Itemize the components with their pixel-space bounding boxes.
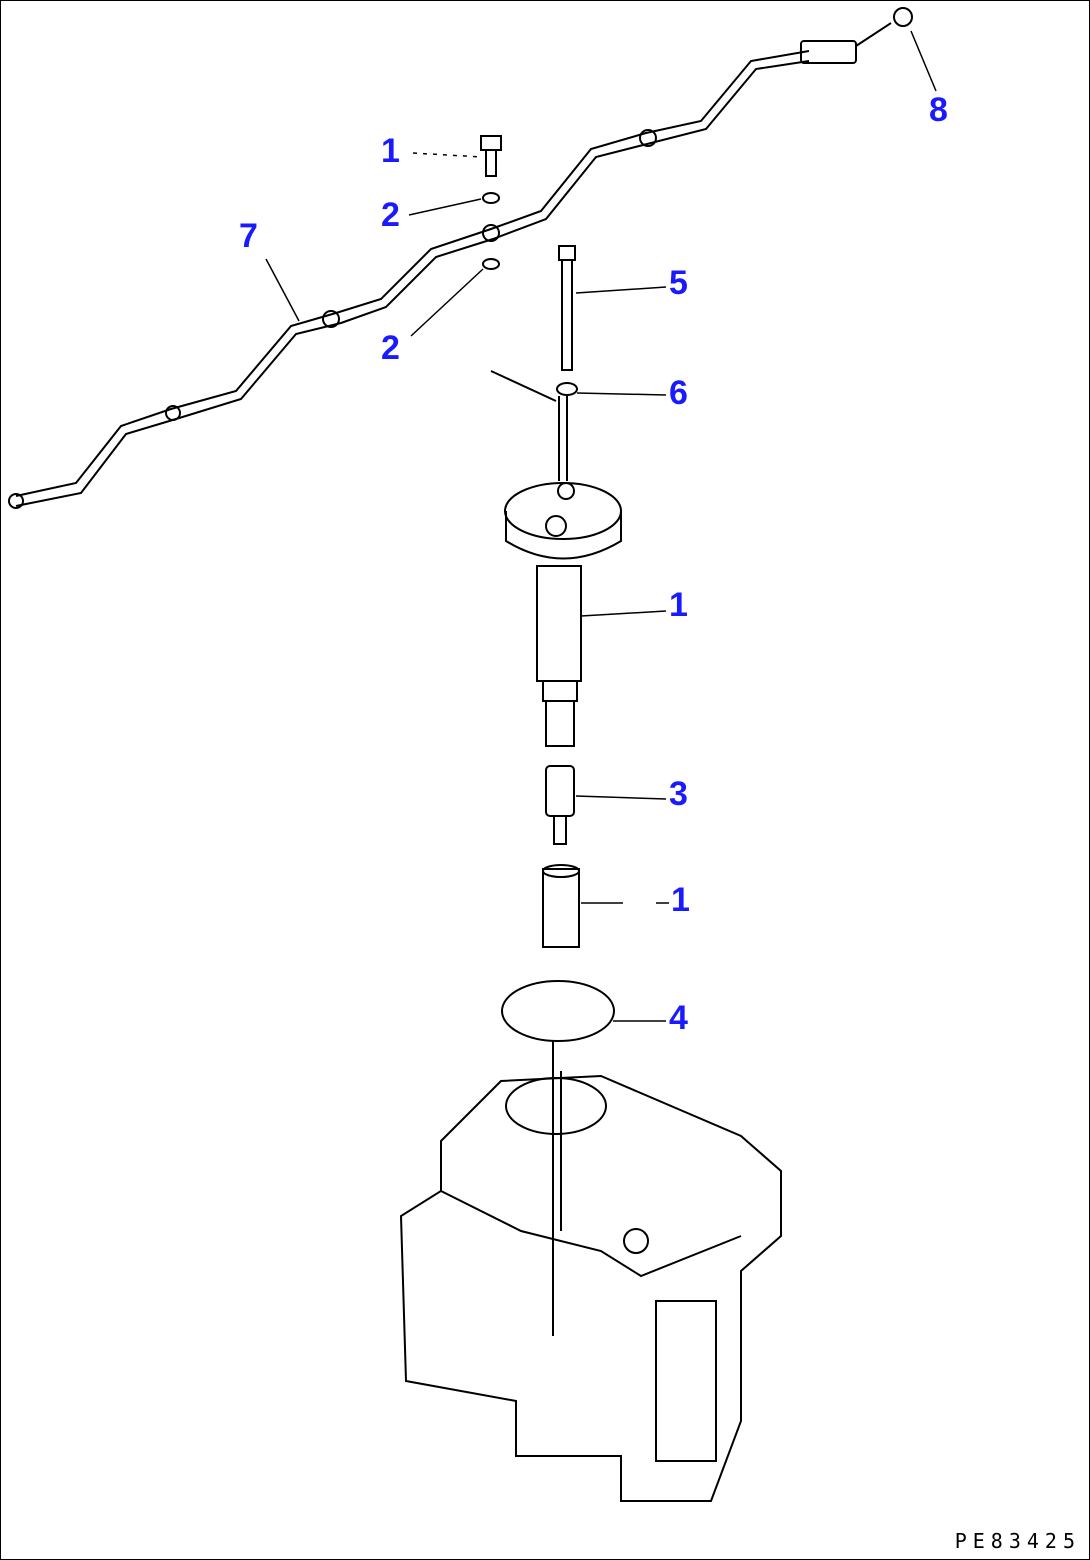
injector: [504, 482, 622, 747]
eye-bolt: [480, 135, 502, 270]
leader-lines: [265, 30, 937, 1022]
callout-2: 2: [381, 196, 400, 234]
callout-1: 1: [381, 132, 400, 170]
sleeve: [542, 864, 580, 948]
callout-6: 6: [669, 374, 688, 412]
fuel-pipe: [8, 7, 913, 509]
nozzle: [545, 765, 575, 845]
callout-3: 3: [669, 775, 688, 813]
alignment-line: [552, 1041, 562, 1336]
callout-1: 1: [671, 881, 690, 919]
callout-5: 5: [669, 264, 688, 302]
o-ring: [501, 980, 615, 1042]
cylinder-head: [399, 1074, 782, 1502]
callout-8: 8: [929, 91, 948, 129]
drawing-code: PE83425: [954, 1529, 1081, 1553]
callout-2: 2: [381, 329, 400, 367]
callout-1: 1: [669, 586, 688, 624]
callout-4: 4: [669, 999, 688, 1037]
holder-bolt: [490, 245, 578, 481]
callout-7: 7: [239, 217, 258, 255]
